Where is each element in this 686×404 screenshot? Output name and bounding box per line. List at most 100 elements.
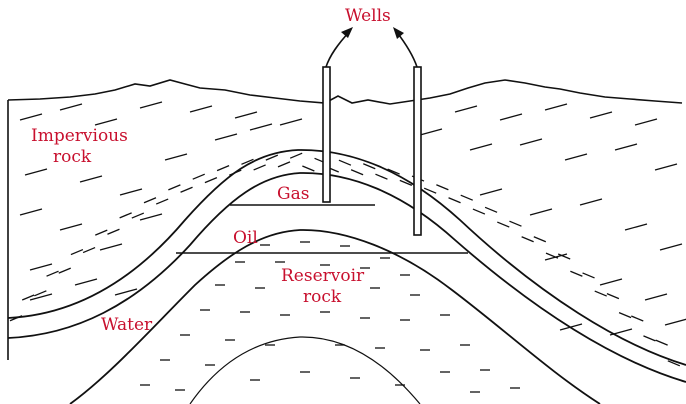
texture-dash	[338, 159, 352, 166]
texture-dash	[582, 272, 595, 279]
texture-dash	[559, 323, 583, 331]
texture-dash	[479, 188, 503, 196]
texture-dash	[594, 290, 607, 297]
texture-dash	[631, 315, 644, 322]
texture-dash	[234, 111, 258, 119]
texture-dash	[24, 168, 48, 176]
label-reservoir: Reservoir	[281, 266, 365, 286]
texture-dash	[19, 208, 43, 216]
texture-dash	[545, 252, 559, 259]
texture-dash	[168, 184, 181, 191]
label-oil: Oil	[233, 228, 258, 248]
texture-dash	[229, 169, 242, 176]
texture-dash	[21, 294, 35, 301]
texture-dash	[180, 186, 193, 193]
texture-dash	[99, 243, 123, 251]
texture-dash	[189, 105, 213, 113]
texture-dash	[533, 236, 547, 243]
texture-dash	[654, 163, 678, 171]
texture-dash	[643, 335, 656, 342]
label-gas: Gas	[277, 184, 309, 204]
texture-dash	[216, 165, 230, 172]
texture-dash	[564, 153, 588, 161]
texture-dash	[74, 278, 98, 286]
well-left	[322, 66, 331, 203]
texture-dash	[114, 288, 138, 296]
cap-rock-top	[7, 149, 686, 366]
label-water: Water	[101, 315, 153, 335]
texture-dash	[289, 152, 303, 159]
cap-rock-bottom	[7, 172, 686, 383]
texture-dash	[644, 293, 668, 301]
texture-dash	[277, 161, 291, 168]
label-impervious-rock: rock	[53, 147, 92, 167]
texture-dash	[253, 164, 266, 171]
texture-dash	[499, 113, 523, 121]
texture-dash	[472, 208, 486, 215]
texture-dash	[634, 118, 658, 126]
well-right	[413, 66, 422, 236]
texture-dash	[667, 360, 681, 367]
texture-dash	[79, 175, 103, 183]
texture-dash	[614, 143, 638, 151]
texture-dash	[579, 198, 603, 206]
texture-dash	[454, 105, 478, 113]
reservoir-top	[69, 229, 601, 404]
texture-dash	[107, 228, 120, 235]
texture-dash	[519, 138, 543, 146]
texture-dash	[419, 128, 443, 136]
texture-dash	[664, 318, 686, 326]
texture-dash	[19, 113, 43, 121]
texture-dash	[155, 198, 169, 205]
texture-dash	[570, 270, 583, 277]
texture-dash	[119, 188, 143, 196]
texture-dash	[139, 213, 163, 221]
texture-dash	[606, 293, 620, 300]
texture-dash	[484, 206, 498, 213]
texture-dash	[46, 270, 59, 277]
texture-dash	[94, 118, 118, 126]
texture-dash	[599, 278, 623, 286]
arrowhead-left	[341, 27, 353, 38]
texture-dash	[436, 184, 449, 191]
rock-texture	[9, 101, 686, 393]
texture-dash	[59, 103, 83, 111]
texture-dash	[119, 212, 132, 219]
texture-dash	[609, 328, 633, 336]
texture-dash	[279, 118, 303, 126]
texture-dash	[95, 229, 108, 236]
texture-dash	[521, 236, 534, 243]
texture-dash	[302, 165, 315, 172]
texture-dash	[204, 177, 218, 184]
texture-dash	[469, 143, 493, 151]
texture-dash	[241, 158, 254, 165]
texture-dash	[29, 263, 53, 271]
texture-dash	[589, 111, 613, 119]
texture-dash	[59, 223, 83, 231]
texture-dash	[82, 246, 96, 254]
texture-dash	[387, 168, 400, 175]
texture-dash	[497, 221, 510, 228]
texture-dash	[131, 212, 145, 219]
texture-dash	[9, 315, 23, 322]
texture-dash	[509, 220, 522, 227]
texture-dash	[192, 173, 205, 180]
texture-dash	[423, 187, 437, 194]
texture-dash	[544, 103, 568, 111]
texture-dash	[363, 163, 376, 170]
texture-dash	[249, 123, 273, 131]
lower-arch	[189, 336, 421, 404]
texture-dash	[655, 339, 668, 346]
texture-dash	[529, 208, 553, 216]
label-impervious: Impervious	[31, 126, 128, 146]
texture-dash	[659, 243, 683, 251]
texture-dash	[624, 223, 648, 231]
texture-dash	[350, 169, 364, 176]
label-wells: Wells	[345, 6, 391, 26]
ground-surface	[7, 79, 683, 105]
arrowhead-right	[393, 27, 404, 39]
texture-dash	[58, 267, 71, 274]
texture-dash	[618, 312, 632, 319]
